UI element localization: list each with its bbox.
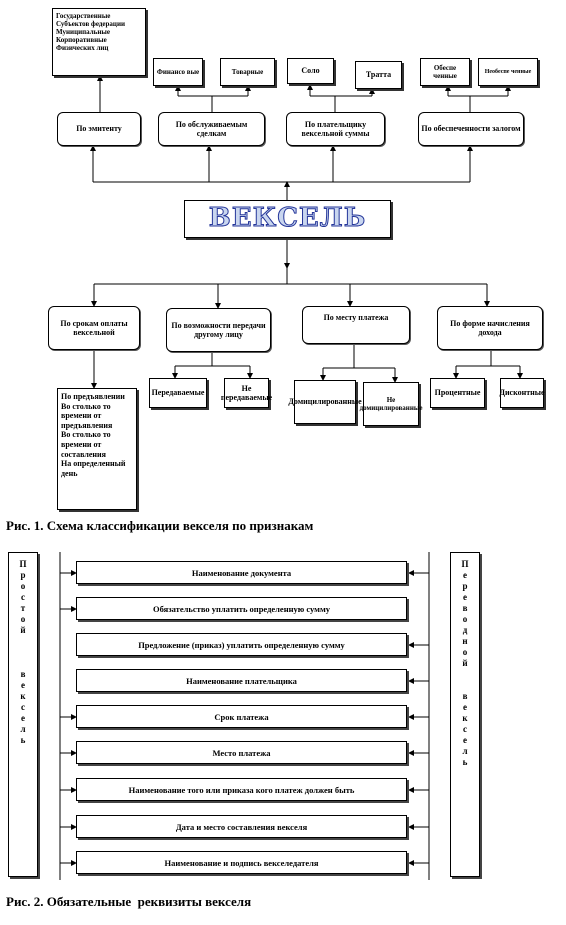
type-domiciled: Домицилированные <box>288 380 362 424</box>
side-label-char: о <box>462 647 468 657</box>
center-bill-label: ВЕКСЕЛЬ <box>208 203 367 234</box>
side-label-char: е <box>21 713 25 723</box>
side-label-char: в <box>20 669 26 679</box>
criterion-term: По срокам оплаты вексельной <box>48 306 140 350</box>
requisite-row: Наименование плательщика <box>76 669 407 692</box>
side-label-char: е <box>463 702 467 712</box>
side-label-char: р <box>20 570 26 580</box>
requisite-row: Наименование того или приказа кого плате… <box>76 778 407 801</box>
side-label-char: ь <box>20 735 26 745</box>
side-label-char: н <box>462 636 468 646</box>
side-label-char: е <box>463 592 467 602</box>
type-solo: Соло <box>287 58 334 84</box>
type-non-transferable: Не передаваемые <box>221 378 272 408</box>
requisite-row: Наименование и подпись векселедателя <box>76 851 407 874</box>
side-label-char: П <box>19 559 27 569</box>
type-interest: Процентные <box>430 378 485 408</box>
side-label-char: П <box>461 559 469 569</box>
side-label-char <box>9 647 37 658</box>
side-label-char: в <box>462 691 468 701</box>
side-label-char: с <box>21 702 25 712</box>
side-label-char: с <box>463 724 467 734</box>
side-label-char: д <box>462 625 468 635</box>
center-bill: ВЕКСЕЛЬ <box>184 200 391 238</box>
side-label-char: л <box>462 746 468 756</box>
requisite-row: Предложение (приказ) уплатить определенн… <box>76 633 407 656</box>
side-label-char: й <box>462 658 468 668</box>
type-tratta: Тратта <box>355 61 402 89</box>
side-label-char: е <box>463 570 467 580</box>
term-types-list: По предъявлении Во столько то времени от… <box>57 388 137 510</box>
criterion-issuer: По эмитенту <box>57 112 141 146</box>
side-label-char: о <box>462 614 468 624</box>
side-label-char: о <box>20 581 26 591</box>
side-label-char: л <box>20 724 26 734</box>
side-label-char: ь <box>462 757 468 767</box>
type-financial: Финансо вые <box>153 58 203 86</box>
side-label-char: с <box>21 592 25 602</box>
type-non-domiciled: Не домицилированные <box>360 382 422 426</box>
requisite-row: Дата и место составления векселя <box>76 815 407 838</box>
criterion-payer: По плательщику вексельной суммы <box>286 112 385 146</box>
side-label-char <box>451 680 479 691</box>
criterion-transfer: По возможности передачи другому лицу <box>166 308 271 352</box>
side-label-char <box>451 669 479 680</box>
side-label-char: в <box>462 603 468 613</box>
side-label-char: к <box>462 713 468 723</box>
criterion-income: По форме начисления дохода <box>437 306 543 350</box>
figure2-caption: Рис. 2. Обязательные реквизиты векселя <box>6 894 252 909</box>
side-label-char: р <box>462 581 468 591</box>
criterion-collateral: По обеспеченности залогом <box>418 112 524 146</box>
criterion-deals: По обслуживаемым сделкам <box>158 112 265 146</box>
requisite-row: Обязательство уплатить определенную сумм… <box>76 597 407 620</box>
side-label-char <box>9 658 37 669</box>
figure1-caption: Рис. 1. Схема классификации векселя по п… <box>6 518 314 533</box>
side-label-char <box>9 636 37 647</box>
side-label-char: й <box>20 625 26 635</box>
requisite-row: Наименование документа <box>76 561 407 584</box>
side-label-char: е <box>21 680 25 690</box>
requisite-row: Срок платежа <box>76 705 407 728</box>
type-unsecured: Необеспе ченные <box>478 58 538 86</box>
type-transferable: Передаваемые <box>149 378 207 408</box>
side-label-char: т <box>20 603 26 613</box>
type-discount: Дисконтные <box>499 378 545 408</box>
side-label-char: о <box>20 614 26 624</box>
type-commodity: Товарные <box>220 58 275 86</box>
type-secured: Обеспе ченные <box>420 58 470 86</box>
criterion-place: По месту платежа <box>302 306 410 344</box>
issuer-types-list: Государственные Субъектов федерации Муни… <box>52 8 146 76</box>
side-label-char: е <box>463 735 467 745</box>
requisite-row: Место платежа <box>76 741 407 764</box>
side-label-char: к <box>20 691 26 701</box>
